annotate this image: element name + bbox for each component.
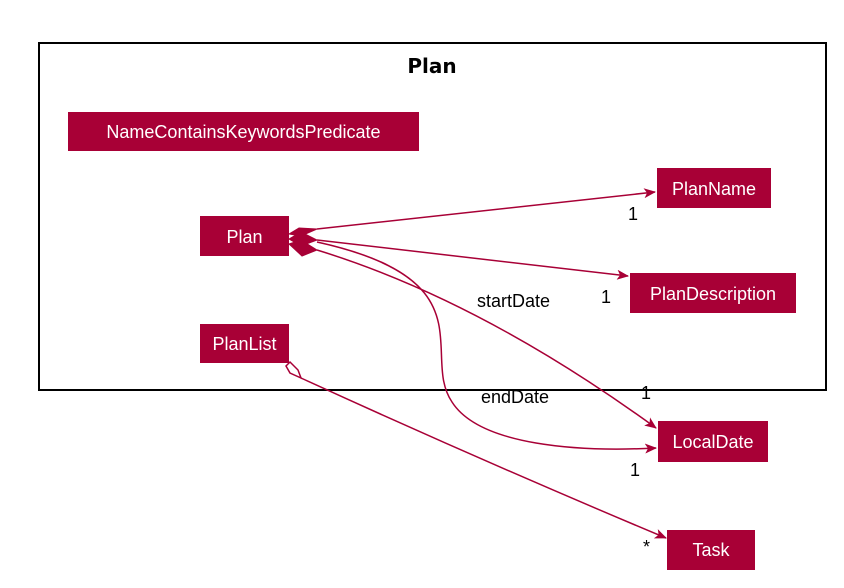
- role-end-date: endDate: [481, 387, 549, 407]
- edge-plan-to-planname: [316, 188, 656, 230]
- class-name-contains-keywords-predicate[interactable]: NameContainsKeywordsPredicate: [68, 112, 419, 151]
- multiplicity-planname: 1: [628, 204, 638, 224]
- class-label: LocalDate: [672, 432, 753, 452]
- class-label: NameContainsKeywordsPredicate: [106, 122, 380, 142]
- aggregation-diamond-task: [285, 360, 303, 380]
- multiplicity-plandescription: 1: [601, 287, 611, 307]
- multiplicity-end-date: 1: [630, 460, 640, 480]
- edges: [300, 188, 667, 539]
- class-label: Task: [692, 540, 730, 560]
- class-label: PlanDescription: [650, 284, 776, 304]
- class-label: PlanList: [212, 334, 276, 354]
- multiplicity-start-date: 1: [641, 383, 651, 403]
- class-plan[interactable]: Plan: [200, 216, 289, 256]
- edge-planlist-to-task: [300, 377, 667, 539]
- package-plan: Plan: [38, 42, 827, 391]
- class-plan-name[interactable]: PlanName: [657, 168, 771, 208]
- relation-ends: [285, 227, 319, 380]
- edge-plan-to-plandescription: [316, 239, 629, 280]
- class-label: Plan: [226, 227, 262, 247]
- edge-plan-to-localdate-startdate: [316, 249, 657, 429]
- package-frame: [38, 42, 827, 391]
- edge-labels: 1 1 startDate 1 endDate 1 *: [477, 204, 651, 557]
- class-plan-description[interactable]: PlanDescription: [630, 273, 796, 313]
- class-plan-list[interactable]: PlanList: [200, 324, 289, 363]
- class-task[interactable]: Task: [667, 530, 755, 570]
- class-label: PlanName: [672, 179, 756, 199]
- role-start-date: startDate: [477, 291, 550, 311]
- class-local-date[interactable]: LocalDate: [658, 421, 768, 462]
- multiplicity-task: *: [643, 537, 650, 557]
- edge-plan-to-localdate-enddate: [316, 241, 657, 454]
- package-title: Plan: [407, 54, 456, 78]
- composition-diamond-localdate: [288, 239, 319, 257]
